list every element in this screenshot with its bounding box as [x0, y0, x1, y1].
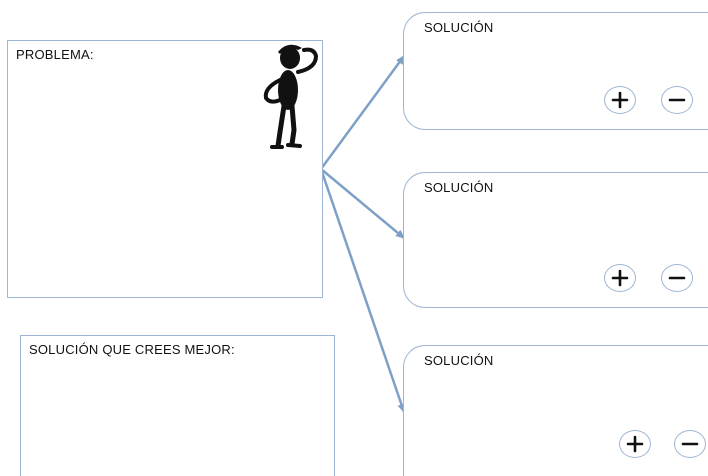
solution-box-2[interactable]: SOLUCIÓN — [403, 172, 708, 308]
minus-icon — [668, 98, 686, 102]
minus-button[interactable] — [674, 430, 706, 458]
minus-icon — [668, 276, 686, 280]
solution-box-3[interactable]: SOLUCIÓN — [403, 345, 708, 476]
solution-label: SOLUCIÓN — [424, 20, 494, 35]
plus-icon — [626, 435, 644, 453]
plus-button[interactable] — [604, 264, 636, 292]
best-solution-label: SOLUCIÓN QUE CREES MEJOR: — [29, 342, 235, 357]
solution-box-1[interactable]: SOLUCIÓN — [403, 12, 708, 130]
plus-button[interactable] — [604, 86, 636, 114]
plus-button[interactable] — [619, 430, 651, 458]
thinking-person-icon — [263, 44, 319, 149]
plus-icon — [611, 91, 629, 109]
plus-icon — [611, 269, 629, 287]
minus-icon — [681, 442, 699, 446]
arrow-to-solution-1 — [319, 55, 406, 170]
minus-button[interactable] — [661, 264, 693, 292]
arrow-to-solution-3 — [319, 168, 406, 413]
problem-box[interactable]: PROBLEMA: — [7, 40, 323, 298]
solution-label: SOLUCIÓN — [424, 353, 494, 368]
solution-label: SOLUCIÓN — [424, 180, 494, 195]
problem-label: PROBLEMA: — [16, 47, 94, 62]
arrow-to-solution-2 — [320, 168, 405, 239]
best-solution-box[interactable]: SOLUCIÓN QUE CREES MEJOR: — [20, 335, 335, 476]
minus-button[interactable] — [661, 86, 693, 114]
